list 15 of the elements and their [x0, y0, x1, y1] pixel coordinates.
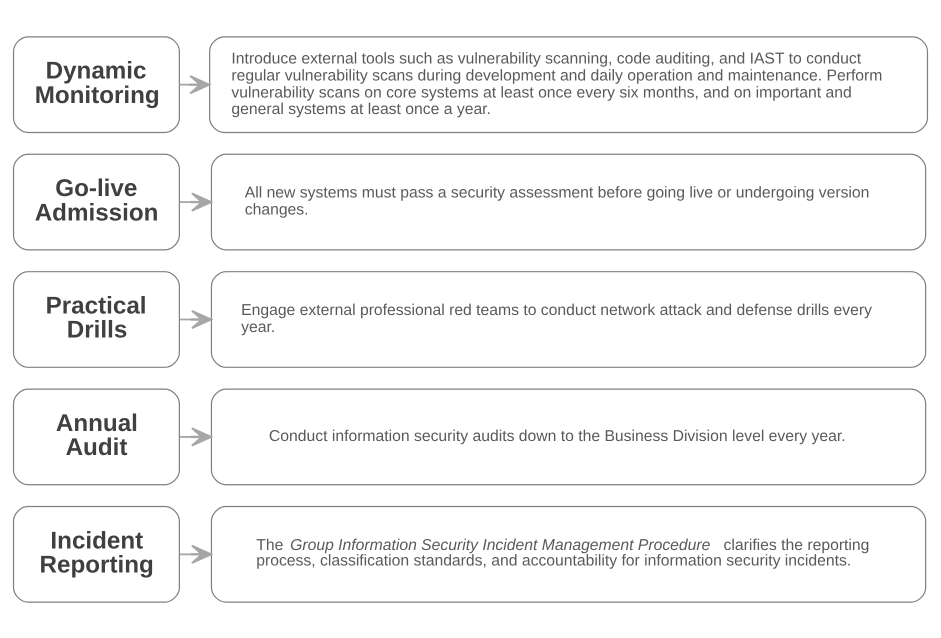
arrow	[179, 74, 210, 94]
node-box: Introduce external tools such as vulnerability scanning, code auditing, and IAST to conduct regular vulnerability scans during development and daily operation and maintenance. Perform vulnerability scans on core systems at least once every six months, and on important and general systems at least once a year.	[209, 36, 928, 133]
node-box: Conduct information security audits down to the Business Division level every year.	[210, 388, 926, 485]
node-box: Incident Reporting	[12, 505, 180, 602]
arrow	[179, 426, 212, 446]
arrow	[179, 309, 212, 329]
node-box: Engage external professional red teams to conduct network attack and defense drills every year.	[210, 270, 926, 368]
node-box: Practical Drills	[12, 270, 180, 368]
node-box: Dynamic Monitoring	[12, 36, 180, 133]
node-box: Annual Audit	[12, 388, 180, 485]
arrow	[179, 192, 212, 212]
arrow	[179, 544, 212, 564]
node-box: The Group Information Security Incident Management Procedure clarifies the reporting process, classification standards, and accountability for information security incidents.	[210, 505, 926, 602]
node-box: Go-live Admission	[12, 153, 180, 250]
node-box: All new systems must pass a security assessment before going live or undergoing version changes.	[210, 153, 926, 250]
